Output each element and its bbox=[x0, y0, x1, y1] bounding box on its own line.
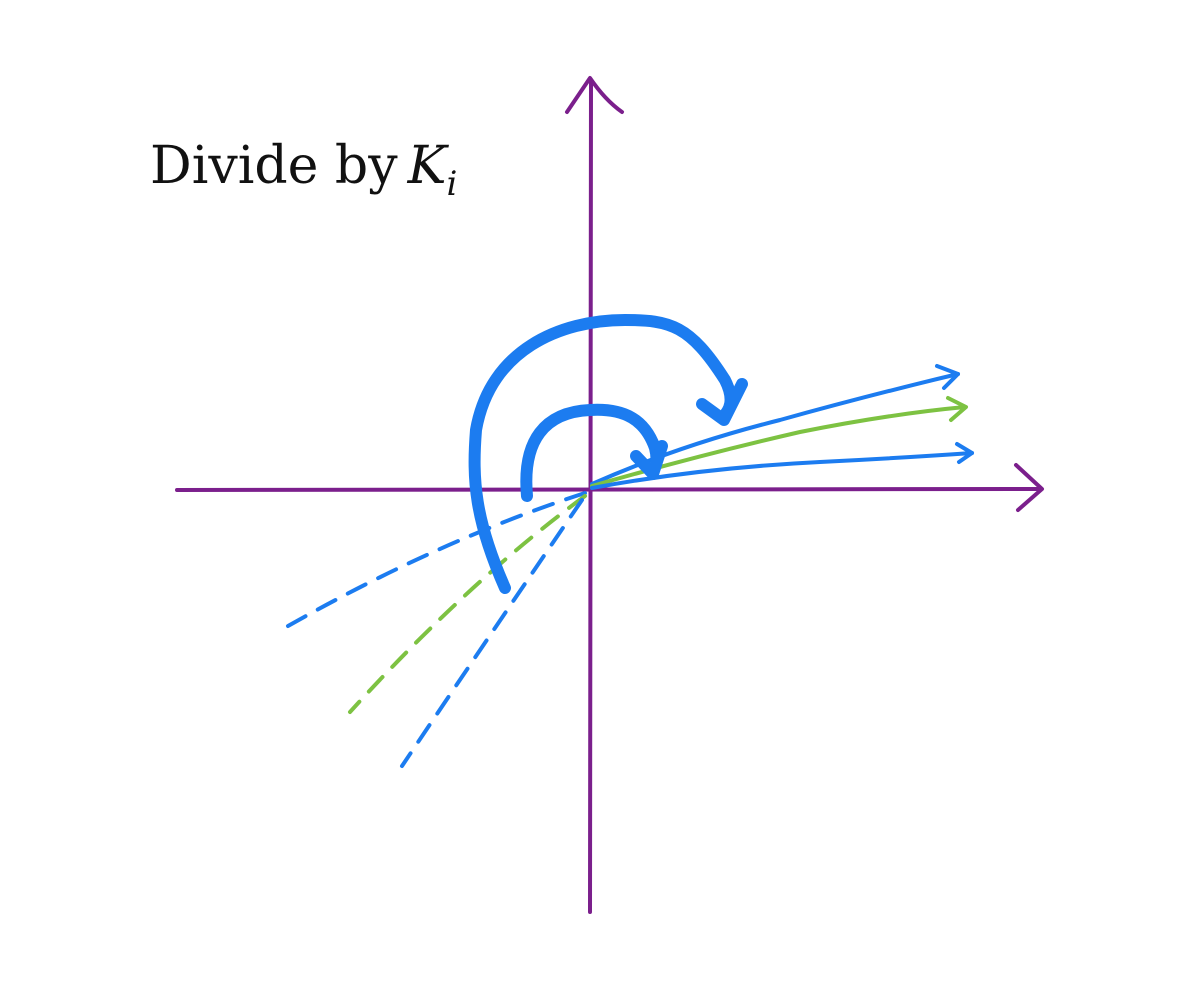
rotation-arrow-outer bbox=[468, 314, 737, 594]
caption-subscript: i bbox=[446, 164, 458, 204]
coordinate-axes bbox=[175, 76, 1044, 914]
x-axis-arrowhead-icon bbox=[1014, 463, 1044, 512]
caption-text: Divide by bbox=[150, 136, 398, 196]
dashed-vector-green bbox=[348, 494, 587, 714]
y-axis-arrowhead-icon bbox=[565, 76, 624, 114]
original-vectors bbox=[286, 491, 587, 768]
vector-blue-upper-arrowhead-icon bbox=[935, 364, 960, 390]
rotation-arrow-outer-head-icon bbox=[696, 378, 748, 426]
rotation-arrow-inner-head-icon bbox=[630, 440, 668, 480]
caption-variable: K bbox=[407, 136, 447, 196]
vector-blue-lower-arrowhead-icon bbox=[955, 442, 974, 464]
dashed-vector-upper bbox=[286, 491, 587, 628]
vector-green-arrowhead-icon bbox=[946, 396, 968, 422]
x-axis bbox=[175, 487, 1042, 492]
y-axis bbox=[588, 80, 593, 914]
rotation-arrows bbox=[468, 314, 748, 594]
dashed-vector-lower bbox=[400, 498, 584, 768]
